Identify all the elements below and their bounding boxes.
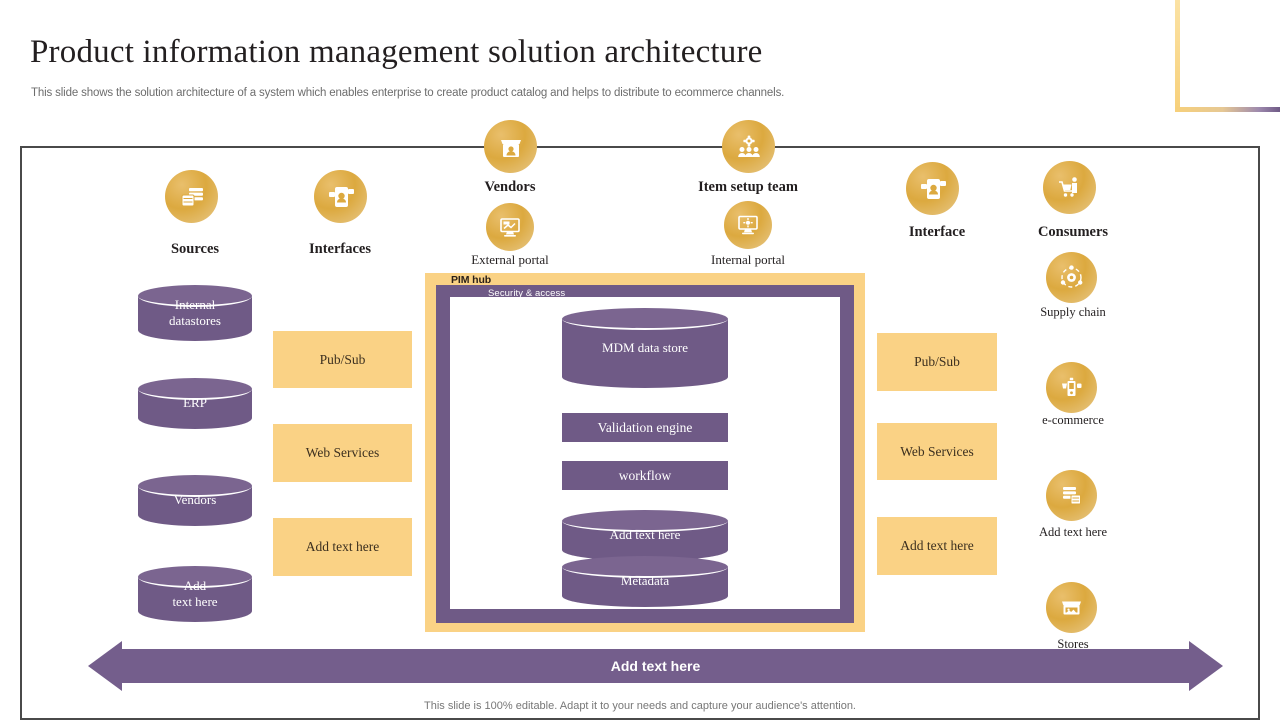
database-stack-icon	[1046, 470, 1097, 521]
bottom-bidirectional-arrow: Add text here	[88, 641, 1223, 691]
actor-label-external-portal: External portal	[471, 252, 549, 267]
box-pubsub-right: Pub/Sub	[877, 333, 997, 391]
arrow-bar	[120, 649, 1191, 683]
cylinder-add-text-here-pim: Add text here	[562, 510, 728, 561]
box-label: Pub/Sub	[319, 351, 366, 367]
actor-label-internal-portal: Internal portal	[711, 252, 785, 267]
database-stack-icon	[165, 170, 218, 223]
box-label: Pub/Sub	[914, 354, 960, 369]
column-heading-interface: Interface	[908, 224, 966, 240]
box-add-text-here-left: Add text here	[273, 518, 412, 576]
cylinder-metadata: Metadata	[562, 556, 728, 607]
security-access-label: Security & access	[488, 288, 566, 299]
shopping-cart-person-icon	[1043, 161, 1096, 214]
box-label: Add text here	[900, 538, 974, 553]
block-validation-engine: Validation engine	[562, 413, 728, 442]
box-web-services-right: Web Services	[877, 423, 997, 480]
consumer-label-stores: Stores	[1057, 637, 1089, 651]
storefront-icon	[1046, 582, 1097, 633]
cylinder-vendors: Vendors	[138, 475, 252, 526]
cylinder-mdm-data-store: MDM data store	[562, 308, 728, 388]
team-gear-icon	[722, 120, 775, 173]
cylinder-label: Vendors	[173, 492, 217, 508]
diagram-frame	[20, 146, 1260, 720]
column-heading-interfaces: Interfaces	[308, 241, 371, 257]
footer-note: This slide is 100% editable. Adapt it to…	[424, 700, 856, 712]
block-label: Validation engine	[597, 419, 693, 435]
external-portal-screen-icon	[486, 203, 534, 251]
box-label: Web Services	[900, 443, 974, 459]
internal-portal-screen-icon	[724, 201, 772, 249]
page-title: Product information management solution …	[30, 34, 763, 70]
box-web-services-left: Web Services	[273, 424, 412, 482]
cylinder-label: ERP	[183, 395, 207, 411]
decorative-corner-vertical	[1175, 0, 1180, 112]
vendor-portal-icon	[484, 120, 537, 173]
actor-heading-vendors: Vendors	[484, 179, 536, 195]
box-add-text-here-right: Add text here	[877, 517, 997, 575]
column-heading-consumers: Consumers	[1037, 224, 1109, 240]
arrow-head-right-icon	[1189, 641, 1223, 691]
cylinder-label: MDM data store	[602, 339, 688, 355]
actor-heading-item-setup-team: Item setup team	[698, 179, 798, 195]
consumer-label-ecommerce: e-commerce	[1042, 413, 1104, 427]
block-workflow: workflow	[562, 461, 728, 490]
consumer-label-supply-chain: Supply chain	[1040, 305, 1106, 319]
arrow-label-text: Add text here	[610, 658, 701, 674]
decorative-corner-horizontal	[1175, 107, 1280, 112]
box-pubsub-left: Pub/Sub	[273, 331, 412, 388]
arrow-head-left-icon	[88, 641, 122, 691]
cylinder-label: Add text here	[609, 527, 681, 543]
supply-chain-gear-icon	[1046, 252, 1097, 303]
diagram-frame-bottom-border	[20, 718, 1260, 720]
box-label: Web Services	[305, 445, 380, 460]
consumer-label-add-text-here: Add text here	[1038, 525, 1108, 539]
mobile-interface-icon	[314, 170, 367, 223]
mobile-interface-icon	[906, 162, 959, 215]
column-heading-sources: Sources	[170, 241, 220, 257]
pim-hub-label: PIM hub	[451, 274, 492, 286]
box-label: Add text here	[305, 539, 380, 554]
block-label: workflow	[618, 467, 672, 483]
cylinder-label: Metadata	[620, 573, 670, 589]
ecommerce-store-icon	[1046, 362, 1097, 413]
page-subtitle: This slide shows the solution architectu…	[31, 87, 785, 99]
cylinder-erp: ERP	[138, 378, 252, 429]
